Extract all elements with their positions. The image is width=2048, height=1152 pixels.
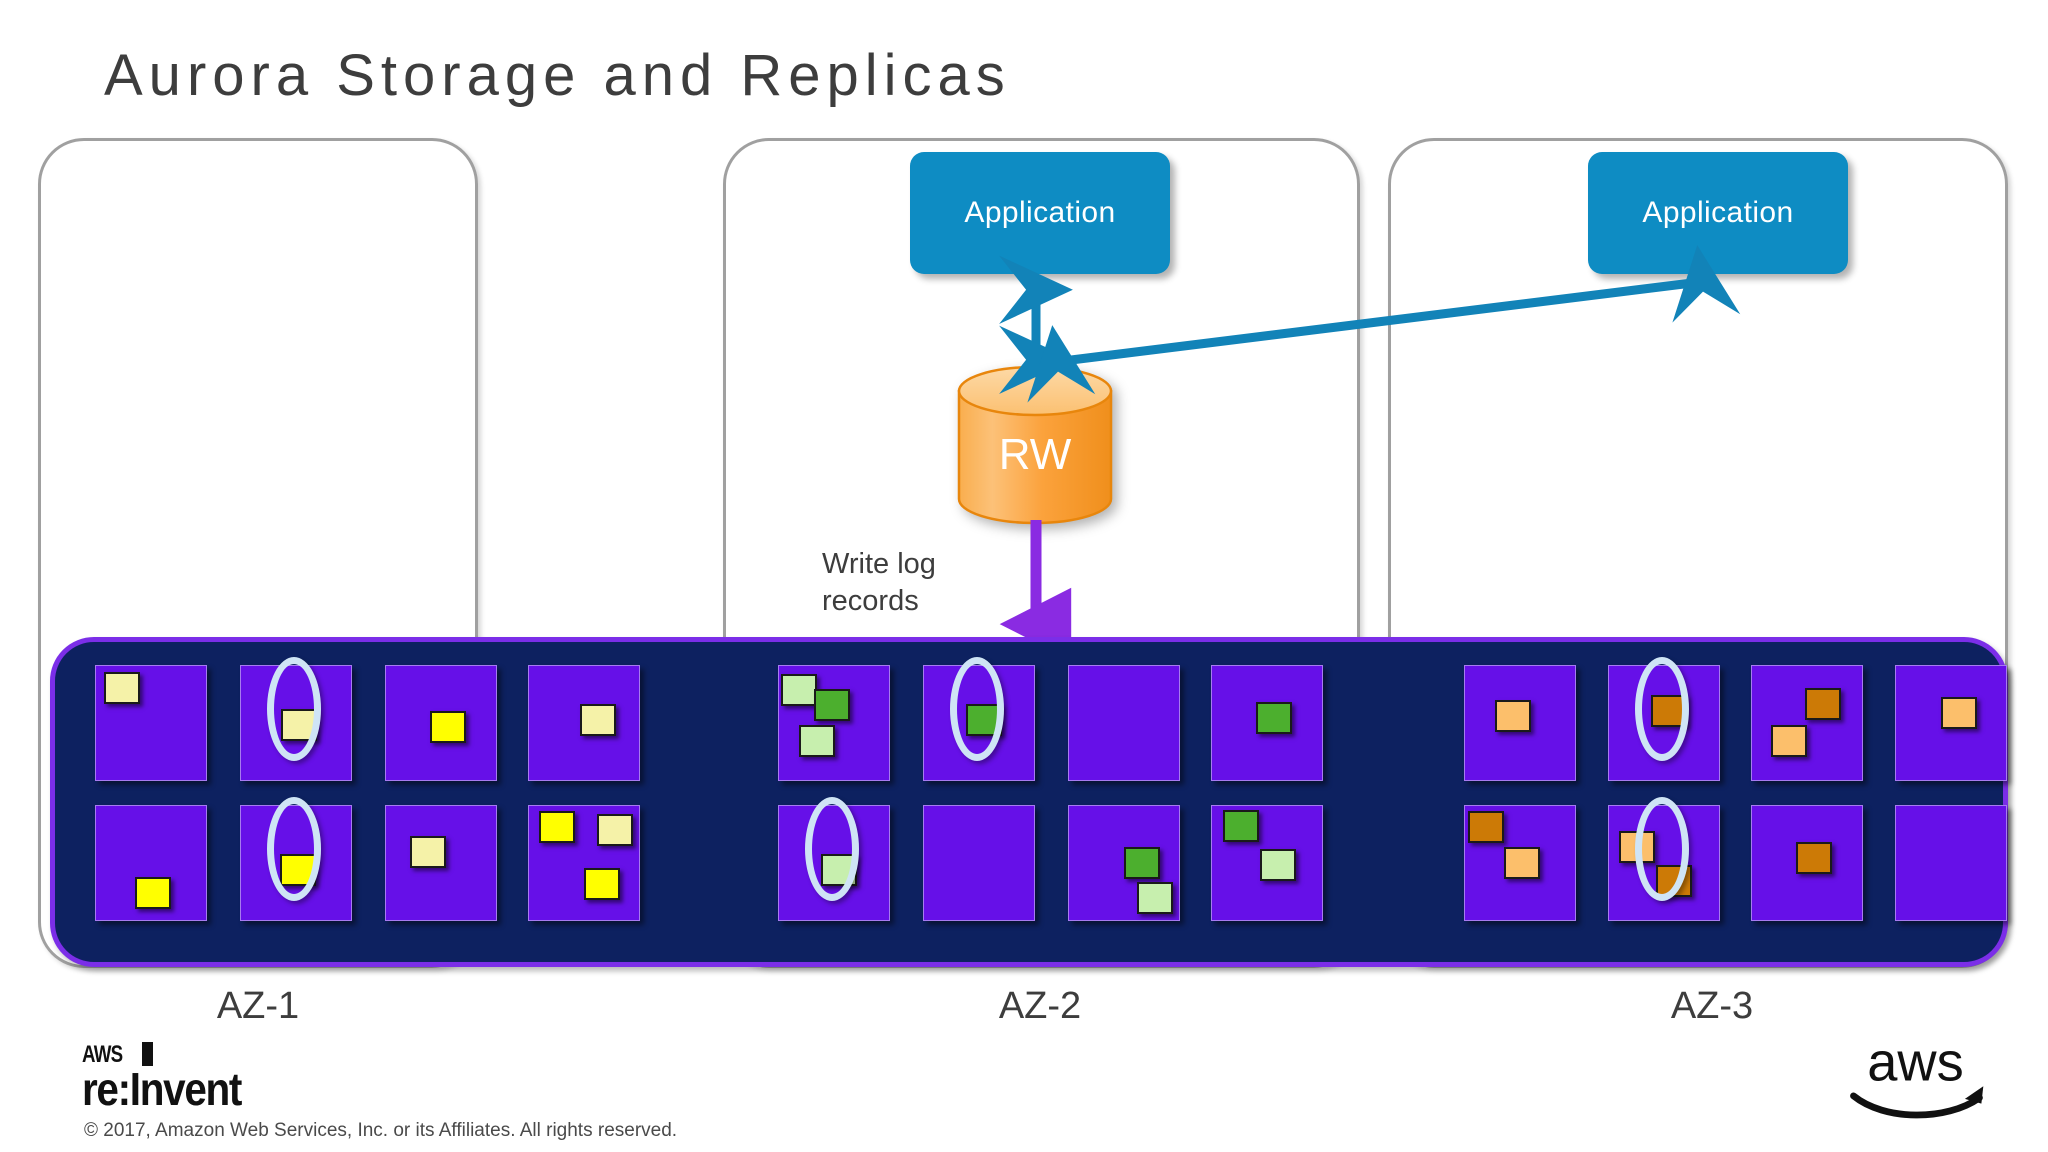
data-block (1805, 688, 1841, 720)
reinvent-logo: aws re:Invent (82, 1041, 362, 1115)
data-block (580, 704, 616, 736)
aws-smile-arrow (1850, 1092, 1983, 1119)
data-block (966, 704, 1002, 736)
data-block (1468, 811, 1504, 843)
data-block (1771, 725, 1807, 757)
data-block (410, 836, 446, 868)
storage-node (1068, 665, 1180, 781)
data-block (1260, 849, 1296, 881)
data-block (104, 672, 140, 704)
data-block (1656, 865, 1692, 897)
az-label-2: AZ-2 (998, 985, 1082, 1027)
write-log-line-2: records (822, 585, 919, 618)
data-block (814, 689, 850, 721)
data-block (1124, 847, 1160, 879)
data-block (1796, 842, 1832, 874)
data-block (1651, 695, 1687, 727)
data-block (1504, 847, 1540, 879)
az-label-1: AZ-1 (216, 985, 300, 1027)
data-block (430, 711, 466, 743)
data-block (1495, 700, 1531, 732)
storage-node (923, 805, 1035, 921)
copyright-text: © 2017, Amazon Web Services, Inc. or its… (84, 1120, 678, 1141)
storage-node (1895, 805, 2007, 921)
reinvent-wordmark: re:Invent (82, 1063, 242, 1115)
data-block (1941, 697, 1977, 729)
reinvent-logo-bar (142, 1042, 153, 1066)
page-title: Aurora Storage and Replicas (104, 43, 1011, 108)
data-block (1137, 882, 1173, 914)
data-block (1619, 831, 1655, 863)
aws-logo: aws (1850, 1032, 1984, 1119)
az-label-3: AZ-3 (1670, 985, 1754, 1027)
data-block (584, 868, 620, 900)
write-log-annotation: Write log records (822, 546, 1002, 620)
reinvent-aws-text: aws (82, 1041, 123, 1068)
data-block (821, 854, 857, 886)
storage-node (1608, 805, 1720, 921)
data-block (597, 814, 633, 846)
data-block (280, 854, 316, 886)
data-block (799, 725, 835, 757)
application-label: Application (1642, 196, 1794, 229)
data-block (281, 709, 317, 741)
data-block (135, 877, 171, 909)
storage-node (1751, 665, 1863, 781)
data-block (1256, 702, 1292, 734)
data-block (1223, 810, 1259, 842)
aws-smile-arrowhead (1964, 1086, 1984, 1104)
aws-logo-wordmark: aws (1867, 1032, 1963, 1092)
application-label: Application (964, 196, 1116, 229)
data-block (781, 674, 817, 706)
data-block (539, 811, 575, 843)
write-log-line-1: Write log (822, 548, 936, 580)
